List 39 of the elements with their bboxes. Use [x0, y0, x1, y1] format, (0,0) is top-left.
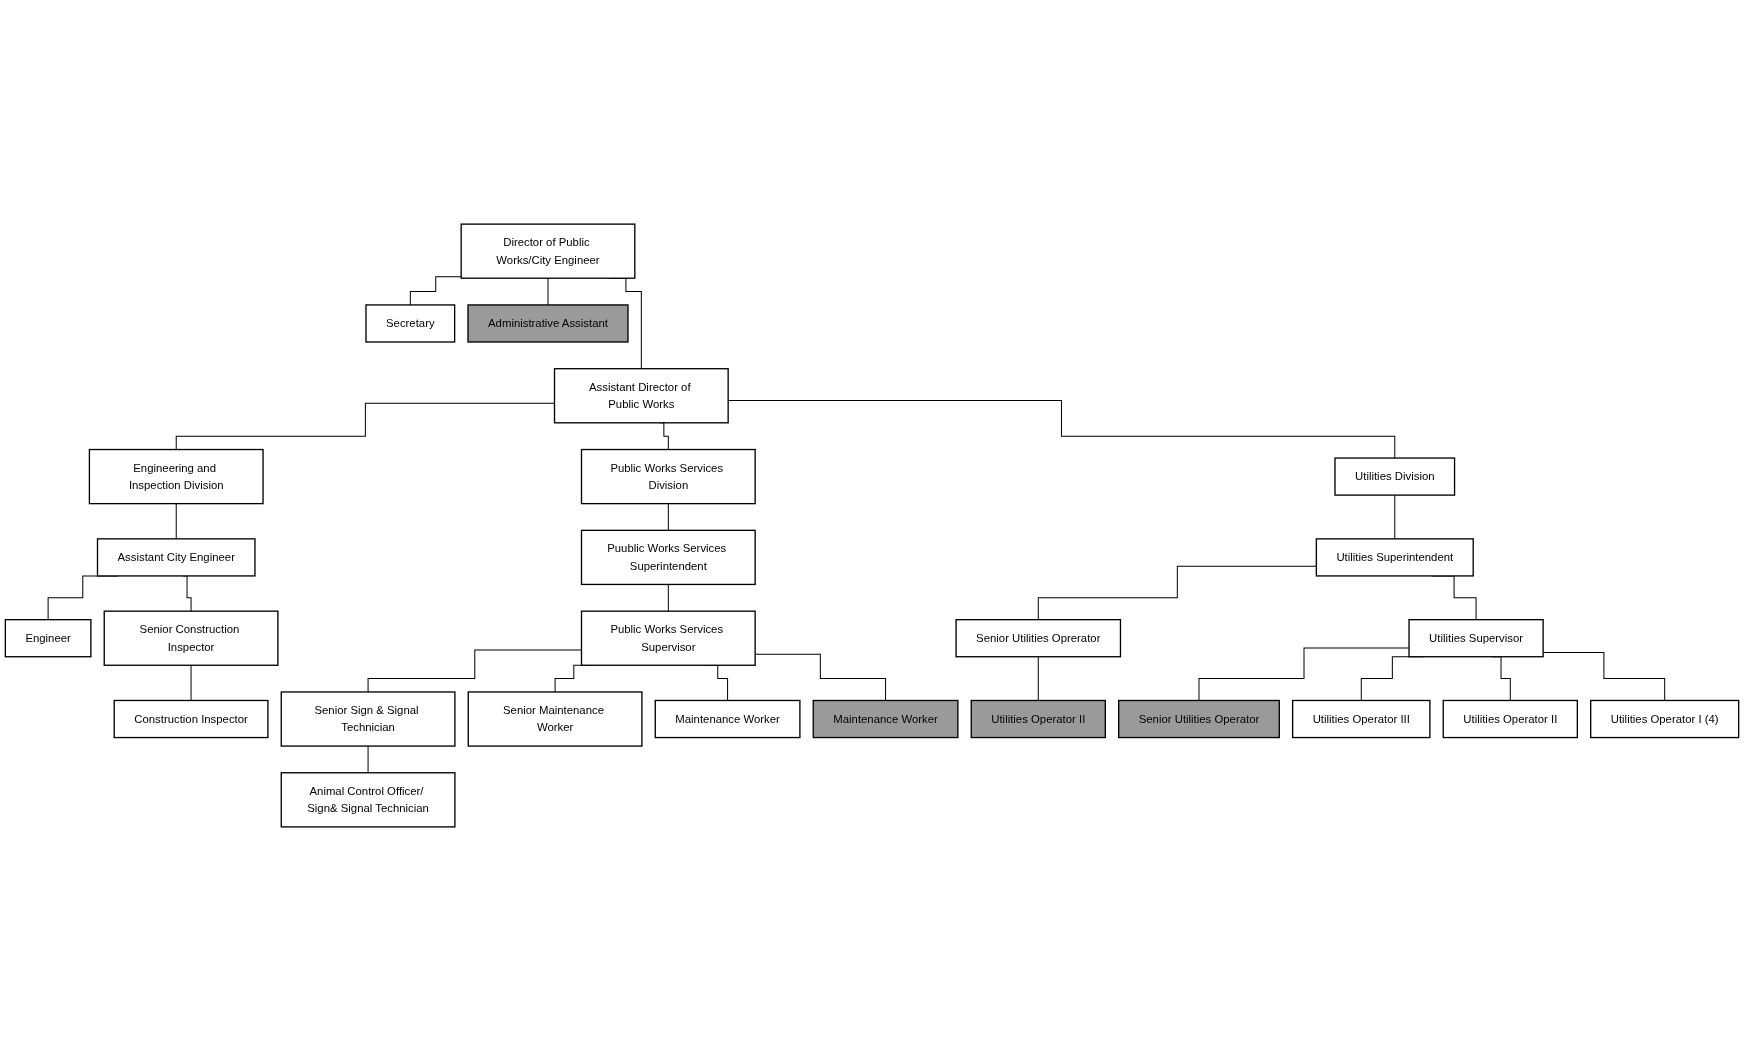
node-box: Senior Sign & Signal Technician [280, 691, 456, 747]
node-box: Construction Inspector [113, 699, 269, 739]
node-box: Public Works Services Supervisor [580, 610, 756, 666]
node-box: Administrative Assistant [467, 304, 629, 343]
node-box: Utilities Supervisor [1408, 619, 1544, 658]
node-box: Assistant City Engineer [96, 538, 256, 577]
node-box: Utilities Superintendent [1315, 538, 1474, 577]
node-box: Maintenance Worker [812, 699, 959, 739]
node-box: Animal Control Officer/ Sign& Signal Technician [280, 772, 456, 828]
connector [1037, 656, 1039, 701]
connector [667, 503, 669, 531]
node-box: Public Works Services Division [580, 448, 756, 505]
node-box: Senior Maintenance Worker [467, 691, 643, 747]
connector [1198, 647, 1410, 701]
connector [409, 276, 462, 306]
node-box: Utilities Operator III [1291, 699, 1431, 739]
connector [175, 402, 555, 451]
node-box: Utilities Operator I (4) [1590, 699, 1740, 739]
node-box: Senior Utilities Operator [1118, 699, 1280, 739]
connector [367, 649, 582, 693]
connector [667, 583, 669, 612]
connector [547, 277, 549, 306]
connector [175, 503, 177, 540]
node-box: Senior Utilities Oprerator [955, 619, 1122, 658]
connector [1394, 494, 1396, 540]
node-box: Utilities Operator II [1442, 699, 1578, 739]
node-box: Utilities Operator II [970, 699, 1106, 739]
connector [1037, 565, 1317, 621]
node-box: Engineering and Inspection Division [88, 448, 264, 505]
node-box: Utilities Division [1334, 457, 1456, 496]
node-box: Puublic Works Services Superintendent [580, 529, 756, 586]
node-box: Engineer [4, 619, 92, 658]
connector [190, 664, 192, 701]
node-box: Director of Public Works/City Engineer [460, 223, 636, 279]
connector [367, 745, 369, 774]
node-box: Secretary [365, 304, 456, 343]
node-box: Maintenance Worker [654, 699, 801, 739]
node-box: Assistant Director of Public Works [553, 368, 729, 424]
node-box: Senior Construction Inspector [103, 610, 279, 666]
